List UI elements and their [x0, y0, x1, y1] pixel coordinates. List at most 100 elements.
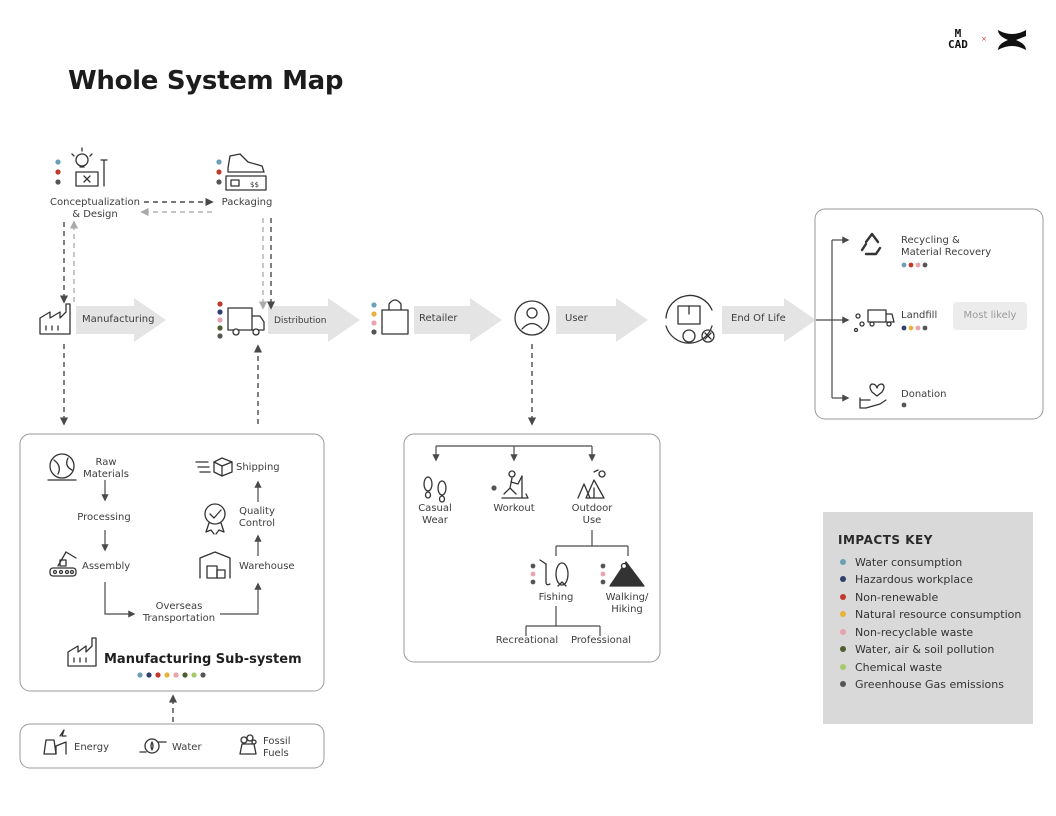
impact-dot-retailer: [371, 311, 377, 317]
flow-arrow-eol: [722, 298, 816, 342]
impacts-key-item: Natural resource consumption: [840, 608, 1021, 621]
stage-retailer-label: Retailer: [419, 313, 458, 324]
impact-dot-subsystem: [191, 672, 197, 678]
impact-dot-distribution: [217, 333, 223, 339]
raw-materials-label: Raw Materials: [83, 457, 129, 480]
processing-label: Processing: [77, 512, 131, 523]
impact-dot-recycling: [908, 262, 914, 268]
impact-dot-concept: [55, 159, 61, 165]
fishing-label: Fishing: [538, 592, 574, 603]
under-armour-logo-icon: [998, 30, 1026, 50]
workout-label: Workout: [493, 503, 535, 514]
impact-dot-distribution: [217, 325, 223, 331]
impact-dot-recycling: [901, 262, 907, 268]
fishing-icon: [539, 559, 569, 587]
impact-dot-recycling: [915, 262, 921, 268]
stage-distribution-label: Distribution: [274, 316, 327, 326]
logo-separator: ×: [981, 35, 987, 43]
impact-dot-subsystem: [155, 672, 161, 678]
water-label: Water: [172, 742, 202, 753]
impact-dot-concept: [55, 179, 61, 185]
impacts-key-item: Greenhouse Gas emissions: [840, 678, 1004, 691]
water-pump-icon: [139, 738, 167, 754]
impact-dot-recycling: [922, 262, 928, 268]
impact-dot-subsystem: [146, 672, 152, 678]
recycle-icon: [860, 232, 882, 256]
impact-dot: [840, 681, 846, 687]
walking-hiking-label: Walking/ Hiking: [605, 592, 649, 615]
impacts-key-item: Hazardous workplace: [840, 573, 973, 586]
coal-icon: [239, 734, 257, 755]
impact-dot-walking: [600, 571, 606, 577]
stage-concept-label: Conceptualization & Design: [50, 197, 140, 220]
factory-icon: [67, 637, 97, 667]
impact-dot-subsystem: [164, 672, 170, 678]
impact-dot-concept: [55, 169, 61, 175]
impact-dot: [840, 594, 846, 600]
lifecycle-icon: [665, 294, 715, 344]
impacts-key-item: Non-recyclable waste: [840, 626, 973, 639]
shipping-label: Shipping: [236, 462, 280, 473]
power-plant-icon: [43, 729, 67, 755]
impact-dot-donation: [901, 402, 907, 408]
impacts-key-title: IMPACTS KEY: [838, 533, 933, 547]
impacts-key-item: Chemical waste: [840, 661, 942, 674]
assembly-label: Assembly: [82, 561, 131, 572]
warehouse-icon: [199, 551, 231, 579]
impact-dot-walking: [600, 579, 606, 585]
impact-dots: [55, 159, 928, 678]
robot-arm-icon: [49, 551, 77, 577]
recreational-label: Recreational: [495, 635, 559, 646]
impact-dot-distribution: [217, 317, 223, 323]
use-tree: [432, 445, 629, 636]
flow-arrow-user: [556, 298, 648, 342]
impacts-key-item: Non-renewable: [840, 591, 938, 604]
impact-dot-packaging: [216, 169, 222, 175]
dashed-connectors: [59, 197, 537, 722]
logo-line1: M: [954, 27, 962, 40]
fossil-fuels-label: Fossil Fuels: [263, 736, 291, 759]
inputs-box: [19, 723, 325, 769]
impact-dot-distribution: [217, 309, 223, 315]
mcad-logo: M CAD: [948, 28, 968, 50]
most-likely-badge: Most likely: [953, 302, 1027, 330]
eol-bracket: [816, 236, 850, 402]
footprints-icon: [423, 476, 447, 503]
impacts-key-item: Water consumption: [840, 556, 962, 569]
subsystem-box: [19, 433, 325, 692]
flow-arrow-retailer: [414, 298, 502, 342]
impact-dot-workout: [491, 485, 497, 491]
impact-dot-subsystem: [200, 672, 206, 678]
page-title: Whole System Map: [68, 66, 344, 96]
hiking-icon: [609, 561, 645, 587]
shoe-box-icon: $$: [225, 153, 267, 191]
subsystem-title: Manufacturing Sub-system: [104, 652, 302, 667]
camping-icon: [577, 469, 606, 499]
impact-dot-landfill: [915, 325, 921, 331]
impact-dot-landfill: [908, 325, 914, 331]
eol-recycling-label: Recycling & Material Recovery: [901, 235, 992, 258]
overseas-transport-label: Overseas Transportation: [142, 601, 216, 624]
impact-dot: [840, 611, 846, 617]
donation-hand-icon: [859, 383, 887, 409]
globe-icon: [47, 453, 77, 481]
impact-dot-retailer: [371, 320, 377, 326]
subsystem-arrows: [101, 480, 262, 618]
idea-design-icon: [71, 147, 108, 187]
truck-icon: [227, 307, 265, 336]
eol-landfill-label: Landfill: [901, 310, 938, 321]
impact-dot: [840, 559, 846, 565]
impact-dot-packaging: [216, 159, 222, 165]
impact-dot: [840, 576, 846, 582]
impact-dot-subsystem: [173, 672, 179, 678]
warehouse-label: Warehouse: [239, 561, 295, 572]
impact-dot: [840, 629, 846, 635]
impact-dot-distribution: [217, 301, 223, 307]
eol-box: [814, 208, 1044, 420]
user-icon: [514, 300, 550, 336]
impact-dot-subsystem: [137, 672, 143, 678]
casual-wear-label: Casual Wear: [418, 503, 452, 526]
badge-icon: [204, 503, 226, 535]
quality-control-label: Quality Control: [238, 506, 276, 529]
